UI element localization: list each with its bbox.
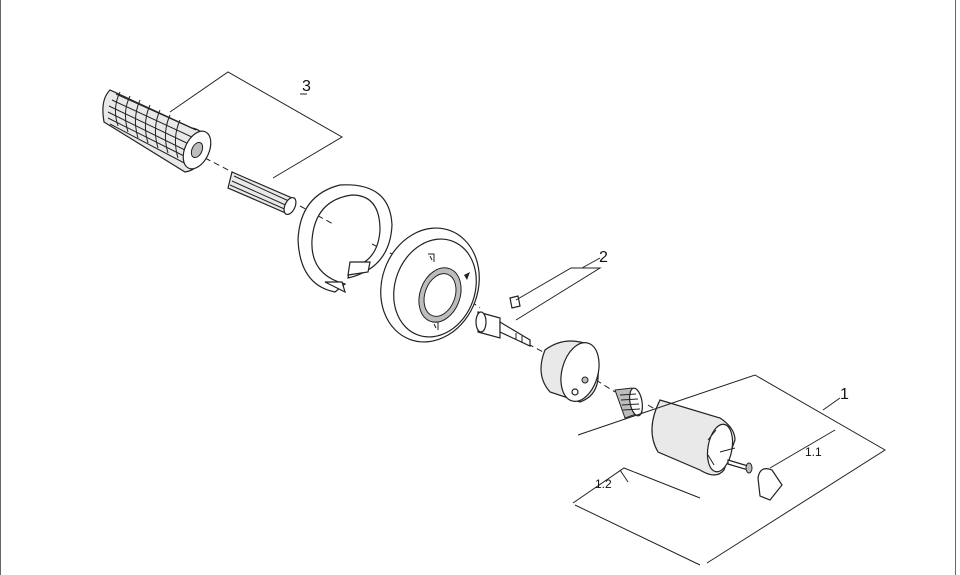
callout-label-3: 3 [302, 78, 311, 95]
end-cap [757, 468, 783, 501]
knob-body [540, 340, 600, 403]
callout-label-1-2: 1.2 [595, 477, 612, 491]
handle-lever [651, 399, 736, 476]
callout-1-bracket [572, 374, 886, 566]
callout-2-bracket [515, 257, 602, 321]
callout-label-1: 1 [840, 386, 849, 403]
spindle-extension [475, 295, 531, 347]
callout-label-2: 2 [599, 249, 608, 266]
split-ring [297, 184, 393, 294]
cartridge-adapter [614, 387, 643, 419]
callout-1-1-leader [719, 429, 836, 469]
callout-3-bracket [169, 71, 343, 179]
escutcheon-rosette [380, 227, 480, 343]
splined-adapter-rod [227, 171, 297, 216]
retaining-screw [727, 459, 753, 474]
threaded-extension-sleeve [102, 89, 212, 173]
callout-label-1-1: 1.1 [805, 445, 822, 459]
